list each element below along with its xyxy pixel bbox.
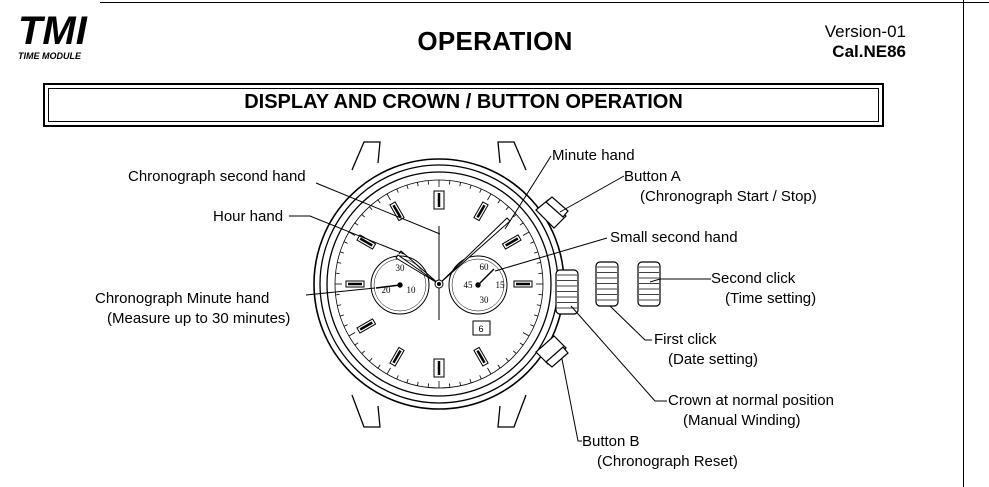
right-subdial-60: 60: [480, 262, 490, 272]
logo-text: TMI: [18, 9, 88, 53]
minute-track-tick: [386, 193, 391, 201]
left-subdial-30: 30: [396, 263, 406, 273]
hour-marker: [345, 280, 365, 288]
minute-track-tick: [536, 304, 541, 307]
hour-marker: [433, 190, 445, 210]
minute-track-tick: [519, 342, 524, 346]
minute-track-tick: [487, 367, 492, 375]
label-first-click-note: (Date setting): [668, 351, 759, 368]
label-button-b: Button B: [582, 433, 640, 450]
left-subdial-20: 20: [382, 285, 392, 295]
page-edge-rule: [963, 0, 964, 487]
label-small-second-hand: Small second hand: [610, 229, 738, 246]
logo-subtext: TIME MODULE: [18, 51, 82, 61]
hour-marker: [473, 201, 489, 222]
label-second-click-note: (Time setting): [725, 290, 817, 307]
label-crown-normal: Crown at normal position: [668, 392, 834, 409]
label-chrono-second-hand: Chronograph second hand: [128, 168, 306, 185]
hour-marker: [356, 318, 377, 334]
label-button-b-note: (Chronograph Reset): [597, 453, 738, 470]
minute-track-tick: [479, 188, 482, 193]
minute-track-tick: [361, 350, 365, 354]
tmi-logo-icon: TMI TIME MODULE: [18, 9, 88, 61]
minute-track-tick: [519, 222, 524, 226]
hour-marker: [501, 234, 522, 250]
svg-text:6: 6: [478, 324, 483, 334]
section-title: DISPLAY AND CROWN / BUTTON OPERATION: [244, 91, 683, 113]
minute-track-tick: [533, 251, 539, 254]
minute-track-tick: [536, 261, 541, 264]
minute-track-tick: [505, 206, 509, 210]
minute-track-tick: [337, 304, 342, 307]
minute-track-tick: [469, 184, 472, 190]
minute-track-tick: [497, 199, 501, 204]
minute-track-tick: [406, 378, 409, 384]
minute-track-tick: [416, 182, 419, 187]
minute-track-tick: [522, 332, 530, 337]
left-subdial-10: 10: [407, 285, 417, 295]
hour-marker: [433, 358, 445, 378]
minute-track-tick: [530, 324, 535, 327]
minute-track-tick: [469, 378, 472, 384]
label-hour-hand: Hour hand: [213, 208, 284, 225]
right-subdial-15: 15: [496, 280, 506, 290]
minute-track-tick: [348, 332, 356, 337]
minute-track-tick: [416, 381, 419, 386]
label-chrono-minute-note: (Measure up to 30 minutes): [107, 310, 291, 327]
right-subdial-45: 45: [464, 280, 474, 290]
minute-track-tick: [337, 261, 342, 264]
hour-marker: [513, 280, 533, 288]
crown-second-click: [637, 261, 661, 307]
minute-track-tick: [396, 375, 399, 380]
minute-track-tick: [513, 214, 517, 218]
minute-track-tick: [479, 375, 482, 380]
crown-normal-position: [555, 269, 579, 315]
minute-track-tick: [339, 314, 345, 317]
hour-marker: [473, 346, 489, 367]
label-crown-normal-note: (Manual Winding): [683, 412, 801, 429]
minute-track-tick: [459, 381, 462, 386]
minute-track-tick: [343, 241, 348, 244]
version-label: Version-01: [824, 22, 906, 41]
label-chrono-minute-hand: Chronograph Minute hand: [95, 290, 270, 307]
caliber-label: Cal.NE86: [832, 42, 906, 61]
minute-track-tick: [339, 251, 345, 254]
minute-track-tick: [513, 350, 517, 354]
page-title: OPERATION: [417, 26, 573, 56]
label-second-click: Second click: [711, 270, 796, 287]
label-minute-hand: Minute hand: [552, 147, 635, 164]
minute-track-tick: [343, 324, 348, 327]
minute-track-tick: [497, 364, 501, 369]
minute-track-tick: [406, 184, 409, 190]
right-subdial-30: 30: [480, 295, 490, 305]
hour-marker: [356, 234, 377, 250]
minute-track-tick: [354, 222, 359, 226]
header-rule: [100, 2, 989, 3]
minute-track-tick: [459, 182, 462, 187]
minute-track-tick: [522, 231, 530, 236]
minute-track-tick: [369, 358, 373, 362]
minute-track-tick: [369, 206, 373, 210]
label-button-a: Button A: [624, 168, 681, 185]
minute-track-tick: [505, 358, 509, 362]
minute-track-tick: [487, 193, 492, 201]
minute-track-tick: [396, 188, 399, 193]
minute-track-tick: [377, 364, 381, 369]
section-title-box: [43, 83, 884, 127]
label-first-click: First click: [654, 331, 717, 348]
label-button-a-note: (Chronograph Start / Stop): [640, 188, 817, 205]
minute-track-tick: [354, 342, 359, 346]
minute-track-tick: [361, 214, 365, 218]
minute-track-tick: [386, 367, 391, 375]
crown-first-click: [595, 261, 619, 307]
minute-track-tick: [377, 199, 381, 204]
hour-marker: [389, 201, 405, 222]
minute-track-tick: [530, 241, 535, 244]
hour-marker: [389, 346, 405, 367]
minute-track-tick: [533, 314, 539, 317]
